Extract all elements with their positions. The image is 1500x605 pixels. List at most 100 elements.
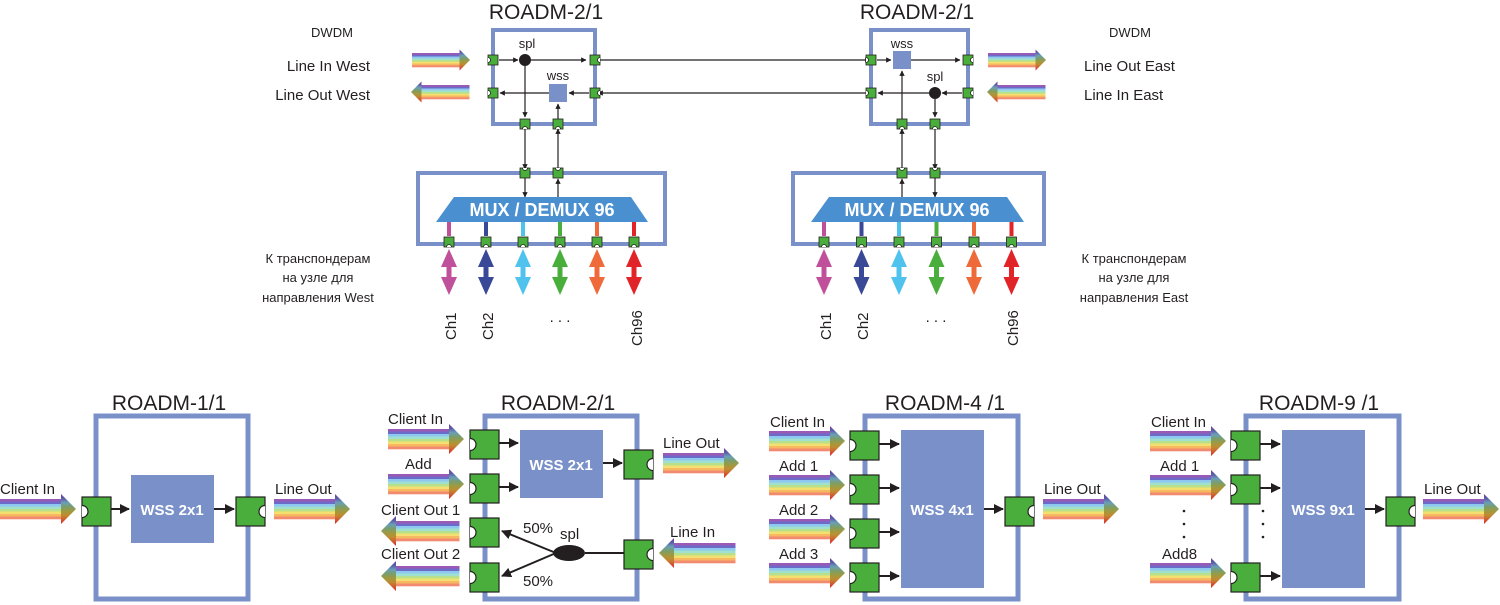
wss-block-label: WSS 4x1 <box>910 502 973 519</box>
line-out-label: Line Out <box>1044 481 1102 498</box>
channel-port-3 <box>891 222 907 295</box>
channel-drops <box>441 222 642 295</box>
channel-port-1 <box>816 222 832 295</box>
port-connector <box>896 167 908 179</box>
splitter-icon <box>553 545 585 561</box>
port-connector <box>552 118 564 130</box>
line-in-east-label: Line In East <box>1084 87 1164 104</box>
client-out-1-label: Client Out 1 <box>381 502 460 519</box>
roadm-4-title: ROADM-4 /1 <box>885 392 1005 415</box>
port-connector <box>929 118 941 130</box>
wss-block-label: WSS 2x1 <box>140 502 203 519</box>
channel-port-6 <box>1003 222 1020 295</box>
arrowhead-icon <box>1104 494 1119 524</box>
line-in-west-label: Line In West <box>287 58 371 75</box>
add-2-label: Add 2 <box>779 502 818 519</box>
top-west-title: ROADM-2/1 <box>489 1 603 24</box>
bidirectional-arrow-icon <box>816 249 832 295</box>
arrowhead-icon <box>830 514 845 544</box>
top-east-node: ROADM-2/1 DWDM Line Out East Line In Eas… <box>791 1 1189 346</box>
port-connector <box>849 518 880 549</box>
port-connector <box>865 54 877 66</box>
wss-block <box>1282 430 1365 588</box>
port-connector <box>81 496 112 527</box>
channel-port-5 <box>966 222 982 295</box>
port-connector <box>962 87 974 99</box>
client-in-label: Client In <box>0 481 55 498</box>
wss-block <box>901 430 984 588</box>
port-connector <box>849 562 880 593</box>
channel-port-4 <box>928 222 945 295</box>
line-out-west-arrow <box>411 81 470 103</box>
top-east-dwdm-label: DWDM <box>1109 25 1151 40</box>
port-connector <box>469 562 500 593</box>
wss-label: wss <box>546 68 570 83</box>
port-connector <box>589 54 601 66</box>
port-connector <box>469 473 500 504</box>
line-in-east-arrow <box>987 81 1046 103</box>
transponder-note-line-1: К транспондерам <box>1082 251 1187 266</box>
channel-port-5 <box>589 222 605 295</box>
port-connector <box>1385 496 1416 527</box>
line-out-west-label: Line Out West <box>275 87 371 104</box>
top-west-node: ROADM-2/1 DWDM Line In West Line Out Wes… <box>262 1 871 346</box>
splitter-icon <box>929 87 941 99</box>
add-1-label: Add 1 <box>1160 458 1199 475</box>
mux-demux-block <box>811 197 1024 222</box>
bidirectional-arrow-icon <box>966 249 982 295</box>
arrowhead-icon <box>1035 49 1046 71</box>
vertical-ellipsis-left <box>1182 509 1186 539</box>
spl-label: spl <box>519 36 536 51</box>
bidirectional-arrow-icon <box>589 249 605 295</box>
roadm-1-title: ROADM-1/1 <box>112 392 226 415</box>
port-connector <box>487 87 499 99</box>
port-connector <box>623 539 654 570</box>
arrowhead-icon <box>449 424 464 454</box>
wss-label: wss <box>890 36 914 51</box>
add-3-arrow <box>769 558 845 588</box>
roadm-frame <box>869 28 970 126</box>
arrowhead-icon <box>830 426 845 456</box>
arrowhead-icon <box>381 516 396 546</box>
bidirectional-arrow-icon <box>515 249 531 295</box>
port-connector <box>487 54 499 66</box>
port-connector <box>1230 430 1261 461</box>
line-out-label: Line Out <box>663 435 721 452</box>
bidirectional-arrow-icon <box>552 249 568 295</box>
add-label: Add <box>405 456 432 473</box>
roadm-9-1: ROADM-9 /1 WSS 9x1 Client In Add 1 Add8 … <box>1150 392 1499 602</box>
arrowhead-icon <box>1211 558 1226 588</box>
channel-port-6 <box>626 222 642 295</box>
port-connector <box>1230 474 1261 505</box>
client-in-arrow <box>769 426 845 456</box>
client-in-label: Client In <box>388 411 443 428</box>
add-2-arrow <box>769 514 845 544</box>
top-east-title: ROADM-2/1 <box>860 1 974 24</box>
line-out-label: Line Out <box>1424 481 1482 498</box>
add-3-label: Add 3 <box>779 546 818 563</box>
mux-demux-block <box>436 197 648 222</box>
wss-block-icon <box>549 84 567 102</box>
port-connector <box>589 87 601 99</box>
port-connector <box>962 54 974 66</box>
channel-port-4 <box>552 222 568 295</box>
wss-block <box>520 430 603 498</box>
line-in-west-arrow <box>412 49 470 71</box>
arrowhead-icon <box>830 558 845 588</box>
top-west-dwdm-label: DWDM <box>311 25 353 40</box>
bidirectional-arrow-icon <box>478 249 494 295</box>
mux-frame <box>791 171 1046 246</box>
channel-ellipsis: . . . <box>550 309 571 326</box>
port-connector <box>235 496 266 527</box>
transponder-note-line-3: направления East <box>1080 290 1189 305</box>
add-1-arrow <box>769 470 845 500</box>
port-connector <box>519 167 531 179</box>
port-connector <box>896 118 908 130</box>
port-connector <box>469 517 500 548</box>
split-50-top-label: 50% <box>523 520 553 537</box>
port-connector <box>552 167 564 179</box>
channel-ellipsis: . . . <box>926 309 947 326</box>
transponder-note-line-2: на узле для <box>283 270 354 285</box>
wss-block-label: WSS 9x1 <box>1291 502 1354 519</box>
